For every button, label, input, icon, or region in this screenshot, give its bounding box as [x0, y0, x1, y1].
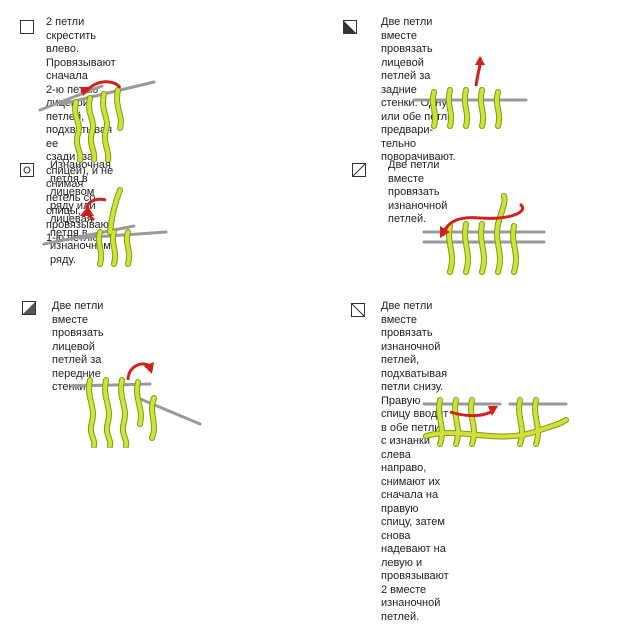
- instruction-text: Две петли вместе провязать изнаночной пе…: [388, 159, 447, 227]
- text-line: направо, снимают их сначала на правую: [381, 462, 441, 515]
- instruction-text: Изнаночная петля в лицевом ряду или лице…: [50, 159, 111, 267]
- text-line: петля в изнаночном ряду.: [50, 226, 111, 266]
- red-arrow: [442, 202, 524, 233]
- triangle-filled-icon: [343, 20, 357, 34]
- knitting-illustration: [412, 56, 528, 129]
- knitting-illustration: [42, 187, 168, 267]
- text-line: петлей.: [388, 213, 427, 225]
- yarn-loops: [96, 188, 132, 266]
- text-line: передние стенки.: [52, 367, 101, 394]
- text-line: тельно поворачивают.: [381, 137, 456, 164]
- text-line: Две петли вместе провязать изнаночной: [388, 159, 448, 212]
- text-line: 2 петли скрестить влево. Провязывают сна…: [46, 16, 116, 82]
- left-needle: [38, 84, 104, 112]
- diagonal-slash-icon: [352, 163, 366, 177]
- knitting-illustration: [422, 397, 569, 447]
- knitting-illustration: [70, 362, 202, 448]
- arrow-head: [488, 406, 498, 416]
- arrow-head: [440, 226, 450, 238]
- arrow-head: [144, 362, 154, 374]
- empty-square-icon: [20, 20, 34, 34]
- arrow-head: [475, 56, 485, 65]
- text-line: Две петли вместе провязать изнаночной: [381, 300, 441, 353]
- knitting-illustration: [422, 193, 546, 275]
- yarn-loops: [73, 88, 123, 162]
- text-line: Две петли вместе провязать лицевой петле…: [381, 16, 433, 82]
- red-arrow: [85, 197, 107, 222]
- text-line: спицу, затем снова надевают на левую и: [381, 516, 446, 569]
- text-line: спицу вводят в обе петли с изнанки слева: [381, 408, 449, 461]
- right-needle: [78, 230, 168, 240]
- yarn-loops: [447, 194, 518, 274]
- text-line: сзади (за спицей), и не снимая петель со…: [46, 151, 114, 217]
- text-line: Две петли вместе провязать лицевой петле…: [52, 300, 104, 366]
- knitting-illustration: [38, 80, 156, 162]
- left-needle: [42, 224, 136, 246]
- text-line: петлей, подхватывая петли снизу. Правую: [381, 354, 448, 407]
- right-needle: [136, 396, 202, 426]
- triangle-filled-icon: [22, 301, 36, 315]
- arrow-head: [80, 87, 92, 96]
- yarn-loops: [87, 378, 156, 448]
- circle-in-square-icon: [20, 163, 34, 177]
- text-line: Изнаночная петля в лицевом ряду или лице…: [50, 159, 111, 225]
- yarn-loops: [424, 398, 568, 446]
- arrow-head: [80, 206, 94, 216]
- diagonal-backslash-icon: [351, 303, 365, 317]
- yarn-loops: [430, 88, 502, 128]
- instruction-text: Две петли вместе провязать изнаночной пе…: [381, 300, 449, 624]
- text-line: провязывают 2 вместе изнаночной петлей.: [381, 570, 449, 623]
- instruction-text: Две петли вместе провязать лицевой петле…: [52, 300, 104, 395]
